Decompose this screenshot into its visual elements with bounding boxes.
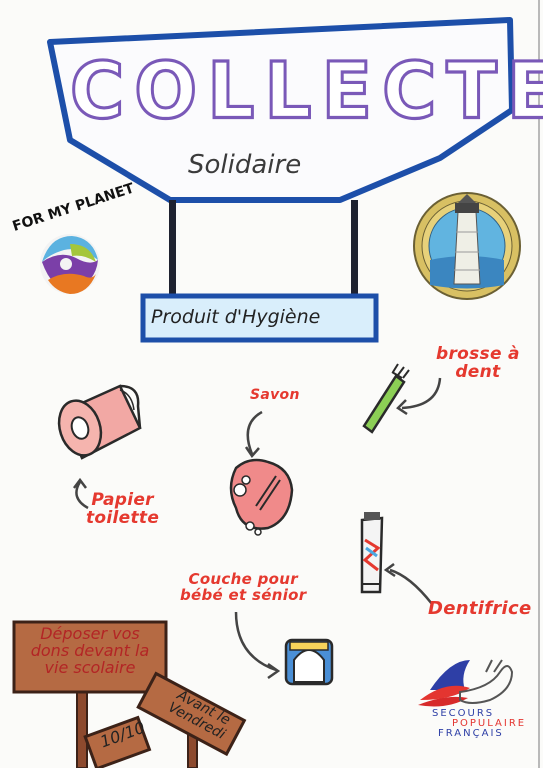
left-post xyxy=(169,200,176,296)
subtitle-solidaire: Solidaire xyxy=(188,150,302,180)
soap-icon xyxy=(229,458,294,536)
label-savon: Savon xyxy=(250,387,300,403)
secours-line1: SECOURS xyxy=(432,708,495,719)
toilet-paper-icon xyxy=(57,384,142,460)
secours-line3: FRANÇAIS xyxy=(438,728,504,739)
sign-main-text: Déposer vos dons devant la vie scolaire xyxy=(30,624,150,677)
label-papier-toilette: Papier toilette xyxy=(86,490,160,528)
lighthouse-seal-icon xyxy=(413,192,521,300)
label-brosse-a-dent: brosse à dent xyxy=(436,344,520,382)
right-post xyxy=(351,200,358,296)
label-dentifrice: Dentifrice xyxy=(428,598,532,619)
toothbrush-icon xyxy=(362,363,410,434)
diaper-icon xyxy=(284,638,334,686)
banner-bg xyxy=(140,293,379,343)
wooden-signs xyxy=(12,620,247,768)
title-text: COLLECTE xyxy=(68,44,543,137)
label-couche: Couche pour bébé et sénior xyxy=(180,570,307,604)
secours-line2: POPULAIRE xyxy=(452,718,527,729)
secours-populaire-emblem-icon xyxy=(418,659,514,707)
title-collecte: COLLECTE xyxy=(68,44,543,137)
toothpaste-icon xyxy=(360,512,384,594)
banner-produit-hygiene: Produit d'Hygiène xyxy=(151,306,321,328)
for-my-planet-logo-icon xyxy=(40,234,100,294)
title-frame xyxy=(47,17,515,203)
